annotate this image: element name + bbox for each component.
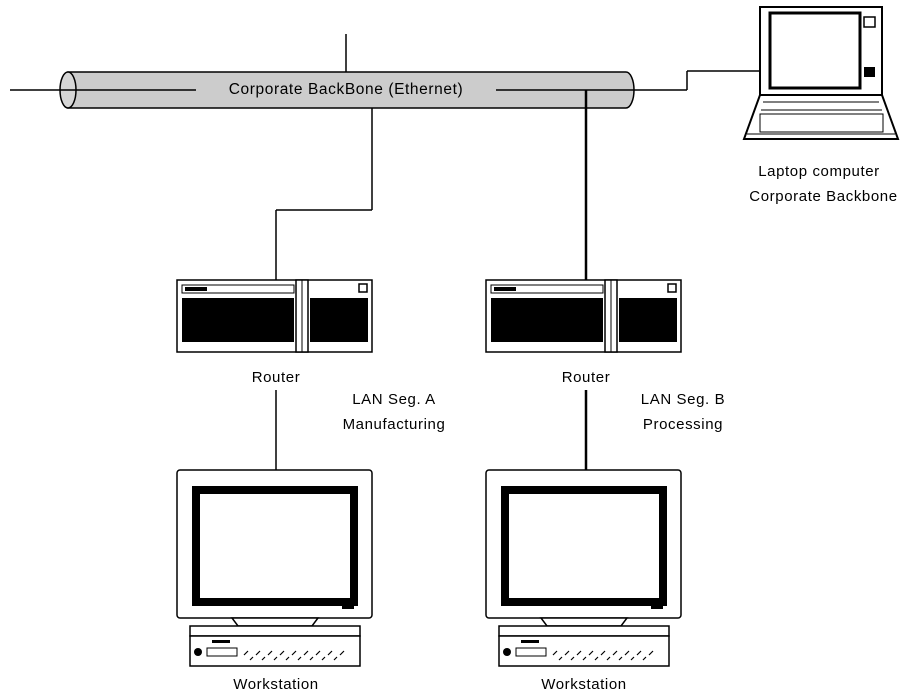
segment-a-line1: LAN Seg. A — [352, 391, 436, 408]
laptop-icon — [742, 6, 900, 140]
laptop-connection-line — [686, 70, 760, 90]
workstation-b-label: Workstation — [541, 676, 627, 693]
workstation-b-icon — [485, 469, 682, 667]
router-b-label: Router — [526, 369, 646, 386]
segment-b-line1: LAN Seg. B — [640, 391, 726, 408]
workstation-a-label: Workstation — [233, 676, 319, 693]
router-b-icon — [485, 279, 682, 353]
backbone-label: Corporate BackBone (Ethernet) — [228, 81, 464, 98]
backbone-pipe — [10, 34, 687, 109]
router-a-icon — [176, 279, 373, 353]
router-a-uplink — [275, 108, 373, 280]
laptop-label-line1: Laptop computer — [758, 163, 880, 180]
segment-b-line2: Processing — [642, 416, 724, 433]
segment-a-line2: Manufacturing — [342, 416, 446, 433]
laptop-label-line2: Corporate Backbone — [749, 188, 898, 205]
router-a-label: Router — [216, 369, 336, 386]
workstation-a-icon — [176, 469, 373, 667]
